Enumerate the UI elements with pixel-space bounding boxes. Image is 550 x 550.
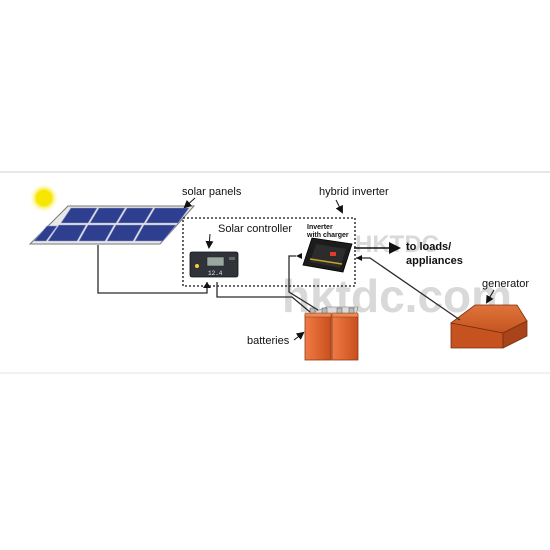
solar-panels-label: solar panels [182,186,242,198]
sun-icon [36,190,52,206]
battery-terminal-icon [336,307,343,314]
solar-controller-label: Solar controller [218,223,292,235]
solar-controller-pointer [205,233,214,249]
solar-panel-cells [33,207,190,242]
wiring [97,245,461,321]
generator-label: generator [482,278,529,290]
generator-pointer [485,289,495,304]
generator-device [450,304,528,349]
solar-panels-pointer [183,197,196,209]
batteries-label: batteries [247,335,290,347]
battery-right [331,314,359,361]
controller-led-icon [195,264,199,268]
inverter-device-label-line1: Inverter [307,224,333,231]
inverter-stripe [309,258,343,265]
wire-arrow-icon [296,253,302,259]
hybrid-inverter-label: hybrid inverter [319,186,389,198]
controller-display-text: 12.4 [208,270,223,277]
to-loads-label-line2: appliances [406,255,463,267]
hybrid-inverter-box [182,217,356,287]
hybrid-inverter-pointer [335,199,343,214]
inverter-led-icon [330,252,336,256]
battery-terminal-icon [321,307,328,314]
wire-arrow-icon [203,282,211,288]
battery-terminal-icon [348,307,355,314]
batteries-pointer [293,331,305,341]
wire-inverter-to-batteries [288,255,319,311]
inverter-device-label-line2: with charger [306,232,349,239]
wire-arrow-icon [356,255,362,261]
solar-controller-device: 12.4 [189,251,239,278]
battery-left [304,314,332,361]
controller-display [206,256,225,267]
controller-button [229,257,235,260]
wire-controller-to-batteries [216,282,311,313]
to-loads-label-line1: to loads/ [406,241,451,253]
solar-panel-array [28,205,196,245]
battery-terminal-icon [309,307,316,314]
inverter-device [302,237,353,273]
battery-bank [304,306,359,361]
